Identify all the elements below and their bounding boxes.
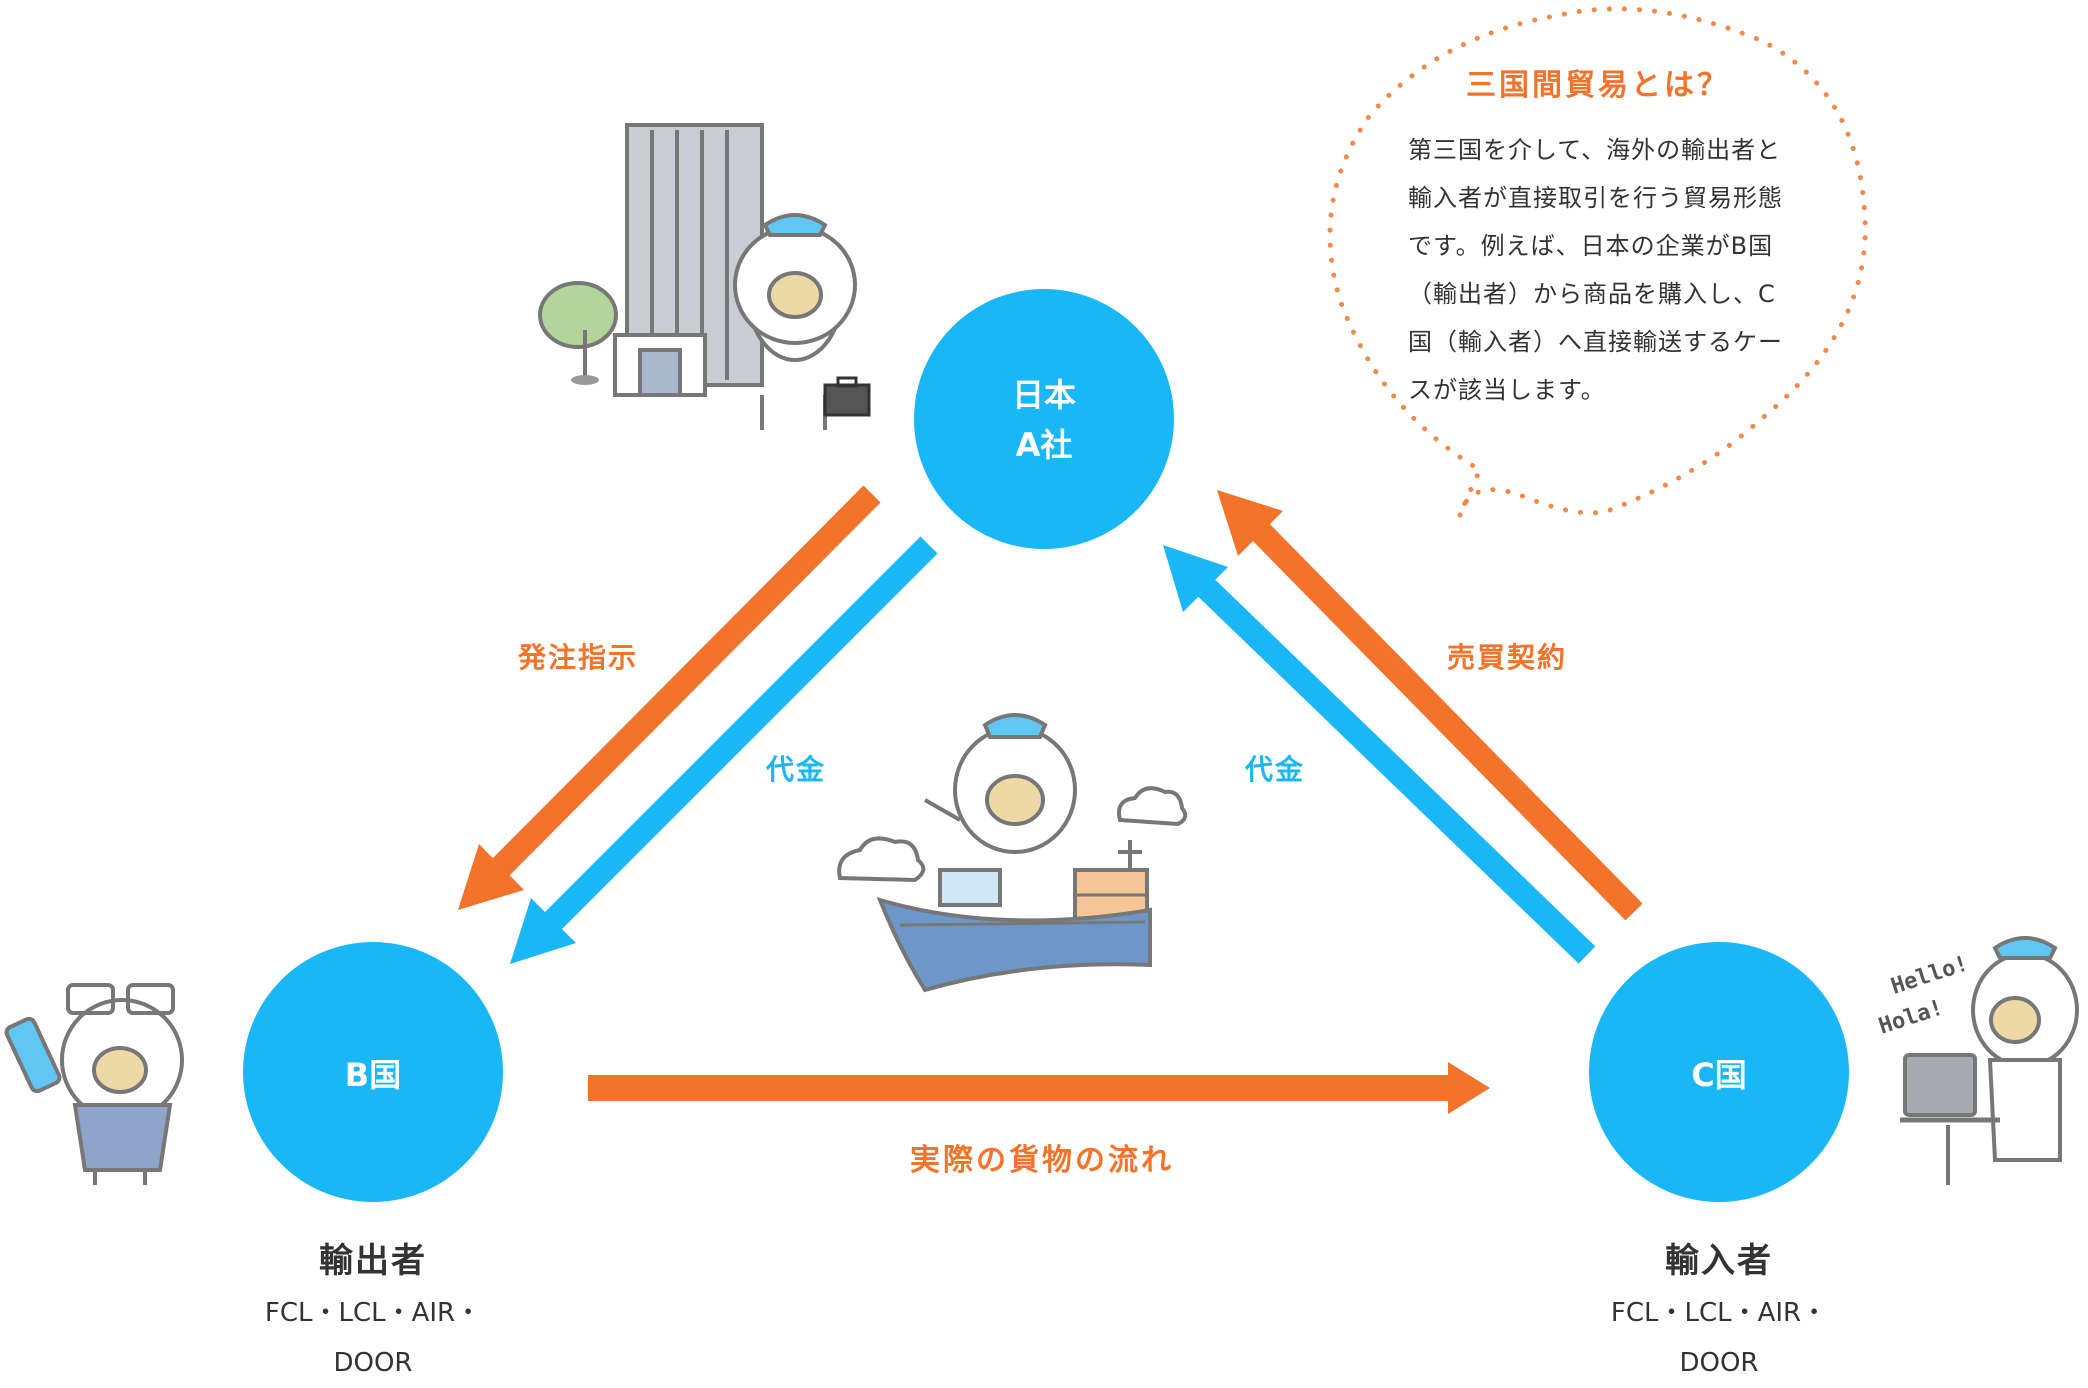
- bear-mascot-icon: [733, 213, 857, 430]
- arrow-payment-b-to-japan: [1163, 545, 1596, 964]
- exporter-modes: FCL・LCL・AIR・ DOOR: [223, 1288, 523, 1388]
- node-b-label: B国: [344, 1056, 402, 1094]
- node-c-label: C国: [1691, 1056, 1747, 1094]
- node-japan-line1: 日本: [1011, 376, 1076, 414]
- exporter-modes-line2: DOOR: [333, 1348, 413, 1378]
- label-contract: 売買契約: [1447, 641, 1568, 674]
- node-b-circle: [243, 942, 503, 1202]
- importer-modes-line1: FCL・LCL・AIR・: [1610, 1298, 1828, 1328]
- bubble-content: 三国間貿易とは？ 第三国を介して、海外の輸出者と輸入者が直接取引を行う貿易形態で…: [1408, 60, 1788, 414]
- node-japan-label: 日本 A社: [944, 370, 1144, 470]
- bear-mascot-icon: [924, 713, 1077, 854]
- arrow-contract-c-to-japan: [1217, 490, 1643, 921]
- office-building-icon: [613, 123, 764, 397]
- exporter-info: 輸出者 FCL・LCL・AIR・ DOOR: [223, 1233, 523, 1388]
- bubble-title: 三国間貿易とは？: [1466, 68, 1730, 103]
- tree-icon: [538, 281, 618, 385]
- node-c-circle: [1589, 942, 1849, 1202]
- label-payment-right: 代金: [1245, 753, 1306, 786]
- importer-modes-line2: DOOR: [1679, 1348, 1759, 1378]
- importer-info: 輸入者 FCL・LCL・AIR・ DOOR: [1569, 1233, 1869, 1388]
- node-japan-line2: A社: [1015, 426, 1073, 464]
- node-japan-circle: [914, 289, 1174, 549]
- bubble-body: 第三国を介して、海外の輸出者と輸入者が直接取引を行う貿易形態です。例えば、日本の…: [1408, 136, 1783, 404]
- cloud-icon: [1117, 786, 1188, 827]
- exporter-modes-line1: FCL・LCL・AIR・: [264, 1298, 482, 1328]
- briefcase-icon: [823, 376, 871, 417]
- label-order: 発注指示: [518, 641, 639, 674]
- importer-role: 輸入者: [1665, 1241, 1773, 1281]
- label-cargo: 実際の貨物の流れ: [910, 1143, 1174, 1178]
- ship-icon: [876, 868, 1152, 993]
- smartphone-icon: [4, 1016, 62, 1094]
- arrow-cargo-b-to-c: [588, 1062, 1490, 1114]
- importer-modes: FCL・LCL・AIR・ DOOR: [1569, 1288, 1869, 1388]
- label-payment-left: 代金: [766, 753, 827, 786]
- exporter-role: 輸出者: [319, 1241, 427, 1281]
- bear-mascot-icon: [1971, 936, 2079, 1162]
- cloud-icon: [837, 836, 926, 883]
- arrow-payment-japan-to-b: [510, 536, 938, 964]
- laptop-icon: [1900, 1053, 2000, 1185]
- arrow-order-japan-to-b: [458, 485, 881, 910]
- bear-mascot-icon: [60, 983, 184, 1185]
- cargo-box-icon: [1073, 840, 1149, 922]
